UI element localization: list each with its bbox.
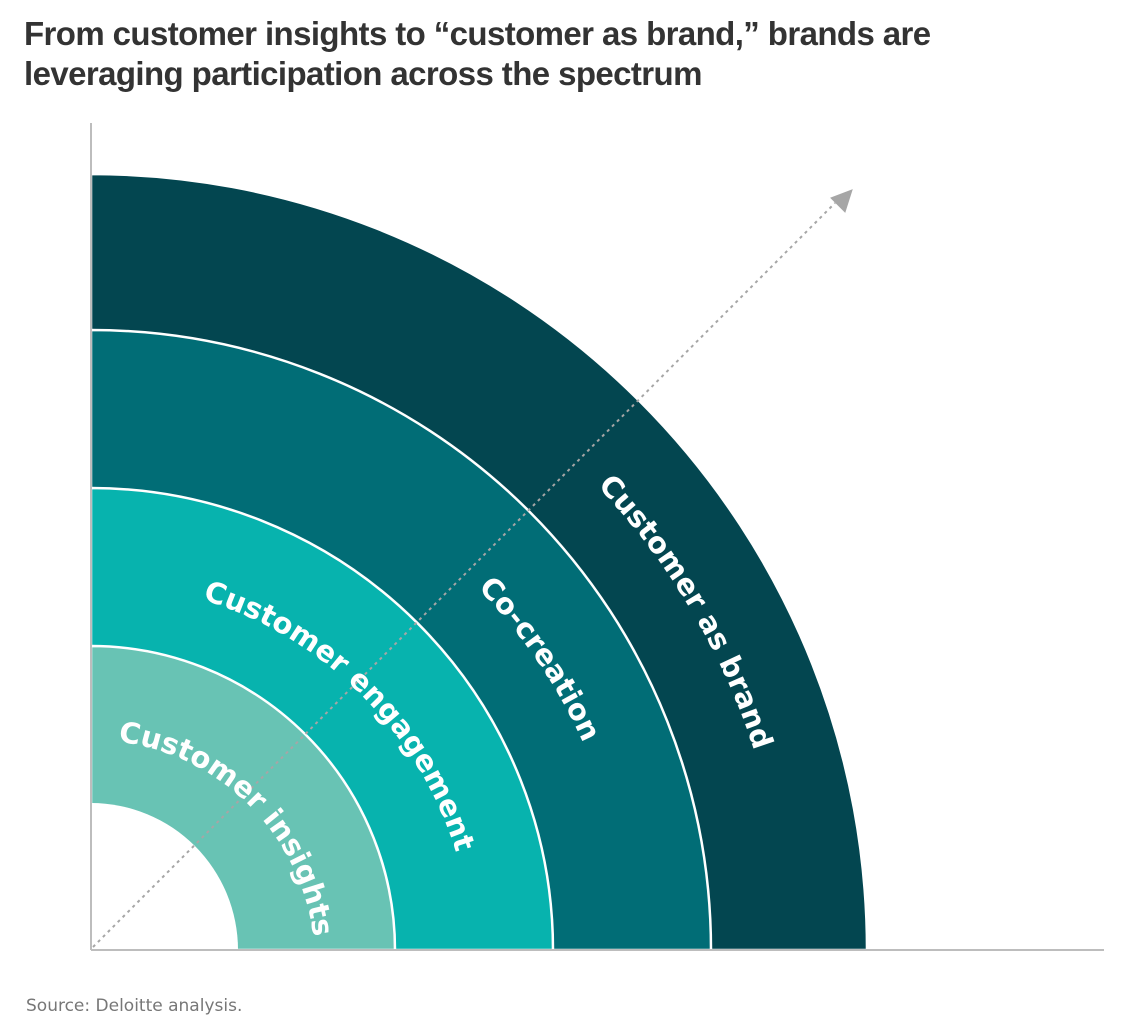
spectrum-arrow-head <box>830 189 853 213</box>
page-title: From customer insights to “customer as b… <box>24 15 931 92</box>
spectrum-arrow-line <box>92 202 836 948</box>
source-note: Source: Deloitte analysis. <box>26 996 243 1016</box>
